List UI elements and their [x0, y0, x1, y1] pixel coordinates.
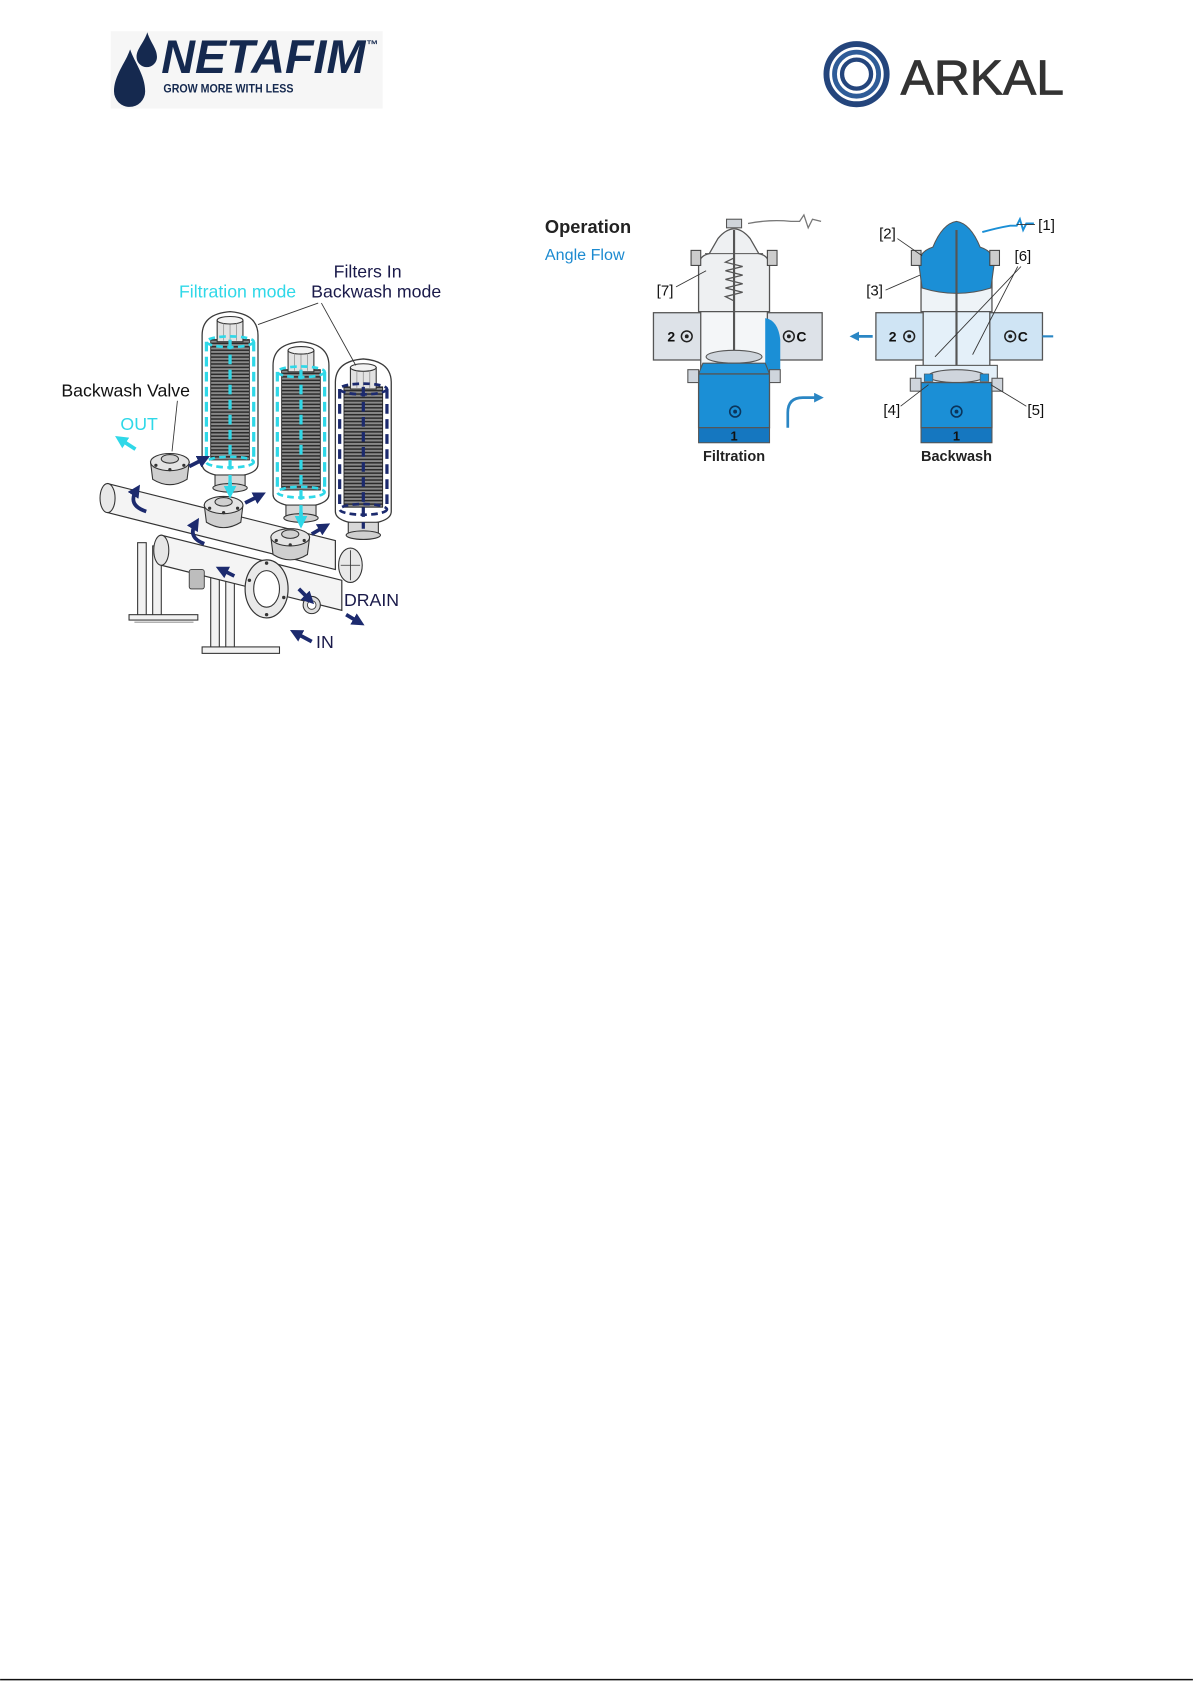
- backwash-mode-label: Backwash mode: [311, 282, 441, 302]
- seal-right: [980, 374, 989, 382]
- operation-title: Operation: [545, 216, 631, 237]
- port-2-pipe: [876, 313, 930, 360]
- netafim-logo: NETAFIM ™ GROW MORE WITH LESS: [111, 31, 383, 108]
- filter-3: [335, 359, 391, 540]
- filter-valve-1: [204, 496, 243, 527]
- filter-2: [273, 342, 329, 523]
- seat: [929, 370, 985, 383]
- port-1-pipe: [921, 383, 992, 428]
- callout-7: [7]: [657, 283, 674, 300]
- angle-flow-subtitle: Angle Flow: [545, 246, 625, 264]
- drain-label: DRAIN: [344, 590, 399, 610]
- callout-4: [4]: [883, 402, 900, 419]
- flange-ear: [992, 378, 1003, 391]
- water-neck: [699, 363, 770, 374]
- arkal-logo: ARKAL: [826, 44, 1063, 106]
- flow-arrow-icon: [245, 495, 260, 503]
- backwash-valve-section: 1 2 C [1] [2]: [854, 217, 1054, 465]
- filter-system-diagram: Filters In Backwash mode Filtration mode…: [61, 261, 441, 653]
- port-2-pipe: [653, 313, 707, 360]
- manifold-end-flange: [339, 548, 363, 582]
- arkal-wordmark: ARKAL: [901, 51, 1064, 106]
- drain-arrow-icon: [346, 615, 359, 623]
- in-label: IN: [316, 632, 334, 652]
- filter-1: [202, 312, 258, 493]
- port-1-label: 1: [730, 429, 737, 444]
- filtration-valve: 1 2 C [7] Filtration: [653, 215, 822, 465]
- port-c-label: C: [1018, 329, 1028, 345]
- in-arrow-icon: [296, 633, 312, 642]
- port-c-label: C: [796, 329, 806, 345]
- bolt: [911, 250, 921, 265]
- port-1-label: 1: [953, 429, 960, 444]
- out-arrow-icon: [120, 440, 135, 450]
- valve-operation-diagram: Operation Angle Flow: [545, 215, 1055, 465]
- port-2-label: 2: [889, 329, 897, 345]
- callout-6: [6]: [1015, 248, 1032, 265]
- filtration-mode-label: Filtration mode: [179, 282, 296, 302]
- port-c-pipe: [986, 313, 1043, 360]
- callout-3: [3]: [866, 283, 883, 300]
- filter-valve-2: [271, 529, 310, 560]
- port-1-pipe: [699, 374, 770, 428]
- callout-1: [1]: [1038, 217, 1055, 234]
- seal-left: [924, 374, 933, 382]
- bolt: [691, 250, 701, 265]
- callout-2: [2]: [879, 226, 896, 243]
- backwash-caption: Backwash: [921, 449, 992, 465]
- netafim-trademark: ™: [367, 37, 379, 51]
- bolt: [990, 250, 1000, 265]
- callout-5: [5]: [1027, 402, 1044, 419]
- inlet-flange: [245, 560, 288, 618]
- netafim-tagline: GROW MORE WITH LESS: [163, 81, 293, 95]
- filtration-caption: Filtration: [703, 449, 765, 465]
- netafim-wordmark: NETAFIM: [161, 31, 367, 84]
- bolt: [767, 250, 777, 265]
- top-cap: [727, 219, 742, 228]
- outlet-flow-arrow-icon: [788, 398, 819, 428]
- flange-ear: [688, 370, 699, 383]
- backwash-valve: [151, 453, 190, 484]
- backwash-valve-label: Backwash Valve: [61, 381, 190, 401]
- seat: [706, 350, 762, 363]
- out-label: OUT: [120, 414, 158, 434]
- flow-arrow-icon: [312, 527, 325, 535]
- control-tube: [748, 215, 821, 228]
- flange-ear: [910, 378, 921, 391]
- concentric-rings-icon: [826, 44, 886, 104]
- port-2-label: 2: [667, 329, 675, 345]
- drain-outlet: [303, 596, 320, 613]
- control-tube: [982, 219, 1034, 232]
- flange-ear: [770, 370, 781, 383]
- filters-in-label: Filters In: [334, 261, 402, 281]
